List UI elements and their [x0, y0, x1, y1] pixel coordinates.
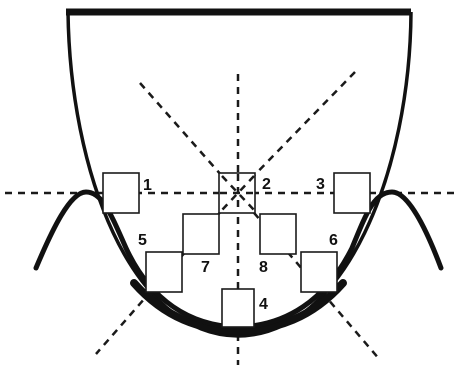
box-1 — [102, 172, 140, 214]
box-6 — [300, 251, 338, 293]
label-2: 2 — [262, 176, 271, 193]
box-4 — [221, 288, 255, 328]
box-7 — [182, 213, 220, 255]
label-3: 3 — [316, 176, 325, 193]
box-3 — [333, 172, 371, 214]
box-5 — [145, 251, 183, 293]
cup-outline — [66, 11, 413, 338]
position-labels: 1 2 3 4 5 6 7 8 — [138, 176, 338, 313]
label-4: 4 — [259, 296, 268, 313]
label-5: 5 — [138, 232, 147, 249]
label-1: 1 — [143, 177, 152, 194]
thick-bottom-arc — [130, 279, 347, 336]
label-8: 8 — [259, 259, 268, 276]
box-8 — [259, 213, 297, 255]
dashed-line-diagonal-upper-right — [236, 71, 356, 194]
label-6: 6 — [329, 232, 338, 249]
center-box-crossing — [220, 174, 255, 212]
label-7: 7 — [201, 259, 210, 276]
